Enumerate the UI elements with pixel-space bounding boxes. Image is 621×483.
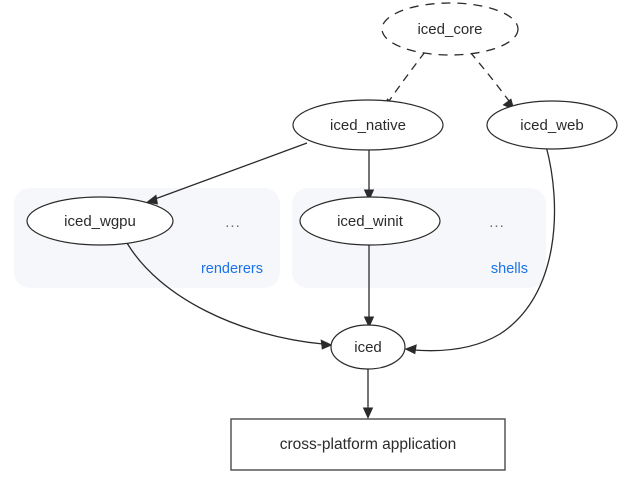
node-iced-label: iced xyxy=(354,339,382,356)
node-iced-native[interactable]: iced_native xyxy=(292,99,444,151)
node-iced-core-label: iced_core xyxy=(417,21,482,38)
edge-iced-native-to-iced-wgpu xyxy=(146,142,308,205)
node-iced-winit-label: iced_winit xyxy=(337,213,404,230)
cluster-renderers-label: renderers xyxy=(201,261,263,277)
node-iced-wgpu[interactable]: iced_wgpu xyxy=(26,196,174,246)
edge-iced-to-application xyxy=(362,369,374,419)
node-iced-winit-shape[interactable] xyxy=(299,196,441,246)
node-iced-web[interactable]: iced_web xyxy=(486,100,618,150)
node-iced-wgpu-label: iced_wgpu xyxy=(64,213,136,230)
node-iced-native-label: iced_native xyxy=(330,117,406,134)
node-iced[interactable]: iced xyxy=(330,324,406,370)
node-iced-winit[interactable]: iced_winit xyxy=(299,196,441,246)
node-application[interactable]: cross-platform application xyxy=(230,418,506,471)
node-iced-web-label: iced_web xyxy=(520,117,583,134)
arrowhead-icon xyxy=(362,407,374,419)
arrowhead-icon xyxy=(146,194,158,205)
arrowhead-icon xyxy=(404,344,417,355)
node-iced-wgpu-shape[interactable] xyxy=(26,196,174,246)
cluster-renderers-ellipsis: ... xyxy=(225,214,241,231)
cluster-shells-label: shells xyxy=(491,261,528,277)
cluster-shells-ellipsis: ... xyxy=(489,214,505,231)
node-application-label: cross-platform application xyxy=(280,436,457,453)
node-iced-core[interactable]: iced_core xyxy=(381,2,519,56)
node-iced-web-shape[interactable] xyxy=(486,100,618,150)
edge-iced-winit-to-iced xyxy=(363,243,375,328)
edge-iced-core-to-iced-web xyxy=(469,51,515,110)
node-iced-core-shape[interactable] xyxy=(381,2,519,56)
node-iced-shape[interactable] xyxy=(330,324,406,370)
edge-iced-wgpu-to-iced xyxy=(126,242,333,350)
edge-iced-web-to-iced xyxy=(404,145,556,355)
arrowhead-icon xyxy=(363,316,375,328)
node-iced-native-shape[interactable] xyxy=(292,99,444,151)
node-application-shape[interactable] xyxy=(230,418,506,471)
edge-iced-native-to-iced-winit xyxy=(363,147,375,201)
arrowhead-icon xyxy=(363,189,375,201)
arrowhead-icon xyxy=(320,339,333,350)
